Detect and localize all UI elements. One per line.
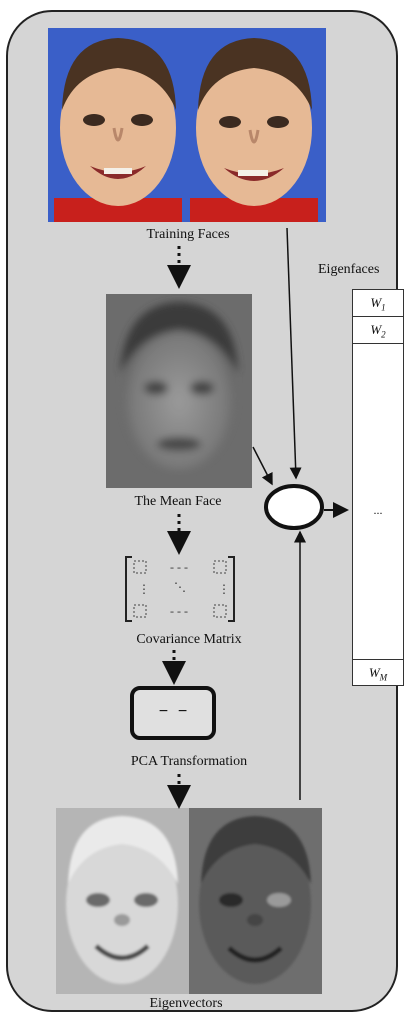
eigenvectors-image [56,808,322,994]
eigenfaces-label: Eigenfaces [318,262,380,277]
svg-text:- - -: - - - [170,604,188,618]
training-face-right [190,38,318,222]
eigenface-weight-m: WM [353,659,403,686]
pca-transformation-label: PCA Transformation [130,754,248,769]
covariance-matrix-glyph: - - - - - - ⋮ ⋮ ⋱ [118,553,242,625]
training-face-left [54,38,182,222]
eigenvectors-label: Eigenvectors [149,996,223,1011]
combiner-node [264,484,324,530]
eigenface-weight-2: W2 [353,317,403,344]
arrow-training-to-combiner [286,227,302,480]
eigenface-weight-1: W1 [353,290,403,317]
eigenvector-face-right [189,808,322,994]
training-faces-label: Training Faces [146,227,230,242]
mean-face-image [106,294,252,488]
svg-text:- - -: - - - [170,560,188,574]
covariance-matrix-label: Covariance Matrix [136,632,242,647]
training-faces-image [48,28,326,222]
svg-text:⋱: ⋱ [174,580,186,594]
pca-transformation-box: − − [130,686,216,740]
mean-face-label: The Mean Face [134,494,222,509]
eigenface-weight-ellipsis: ... [373,503,383,517]
svg-text:⋮: ⋮ [218,582,230,596]
eigenvector-face-left [56,808,189,994]
arrow-mean-to-combiner [252,446,273,486]
svg-text:⋮: ⋮ [138,582,150,596]
eigenfaces-column: W1 W2 ... WM [352,289,404,686]
